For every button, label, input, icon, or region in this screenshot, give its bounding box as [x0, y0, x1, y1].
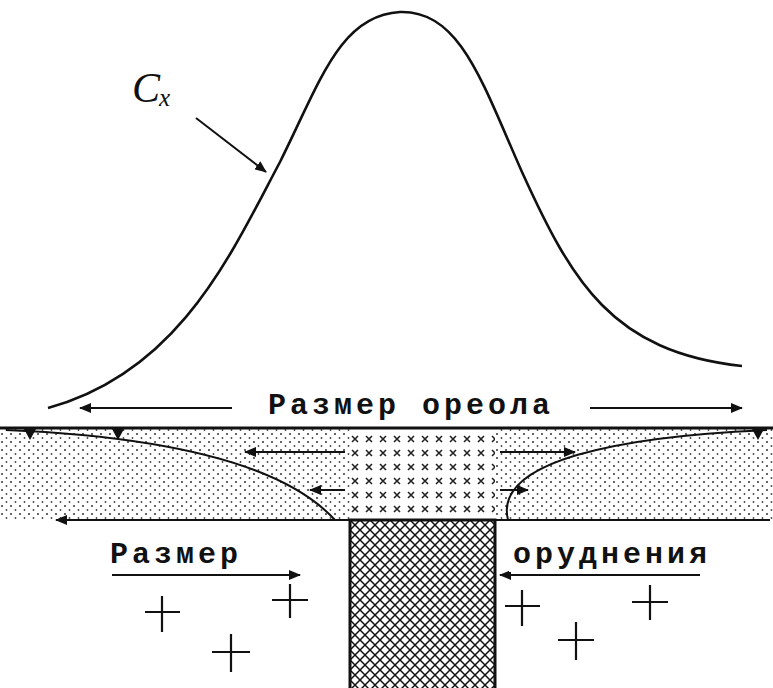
concentration-curve — [48, 12, 742, 408]
ore-halo-zone — [350, 428, 495, 520]
halo-boundary — [6, 430, 335, 520]
ore-body — [350, 520, 495, 688]
dimension-arrow — [80, 407, 232, 409]
host-rock-symbol — [145, 584, 668, 672]
dimension-arrow — [310, 489, 345, 491]
dimension-arrow — [500, 451, 575, 453]
dimension-arrow — [112, 574, 300, 576]
dimension-label: Размер ореола — [264, 390, 558, 423]
dimension-arrow — [500, 489, 528, 491]
dimension-arrow — [500, 574, 700, 576]
ore-halo-zone — [350, 428, 495, 520]
ground-mark — [24, 429, 764, 440]
leader-arrow — [196, 118, 266, 172]
dimension-arrow — [590, 407, 742, 409]
variable-label: Cₓ — [132, 65, 172, 111]
halo-layer — [0, 428, 773, 520]
dimension-label: Размер — [106, 539, 246, 572]
dimension-arrow — [245, 451, 345, 453]
halo-boundary — [507, 430, 767, 520]
dimension-label: оруднения — [509, 539, 715, 572]
